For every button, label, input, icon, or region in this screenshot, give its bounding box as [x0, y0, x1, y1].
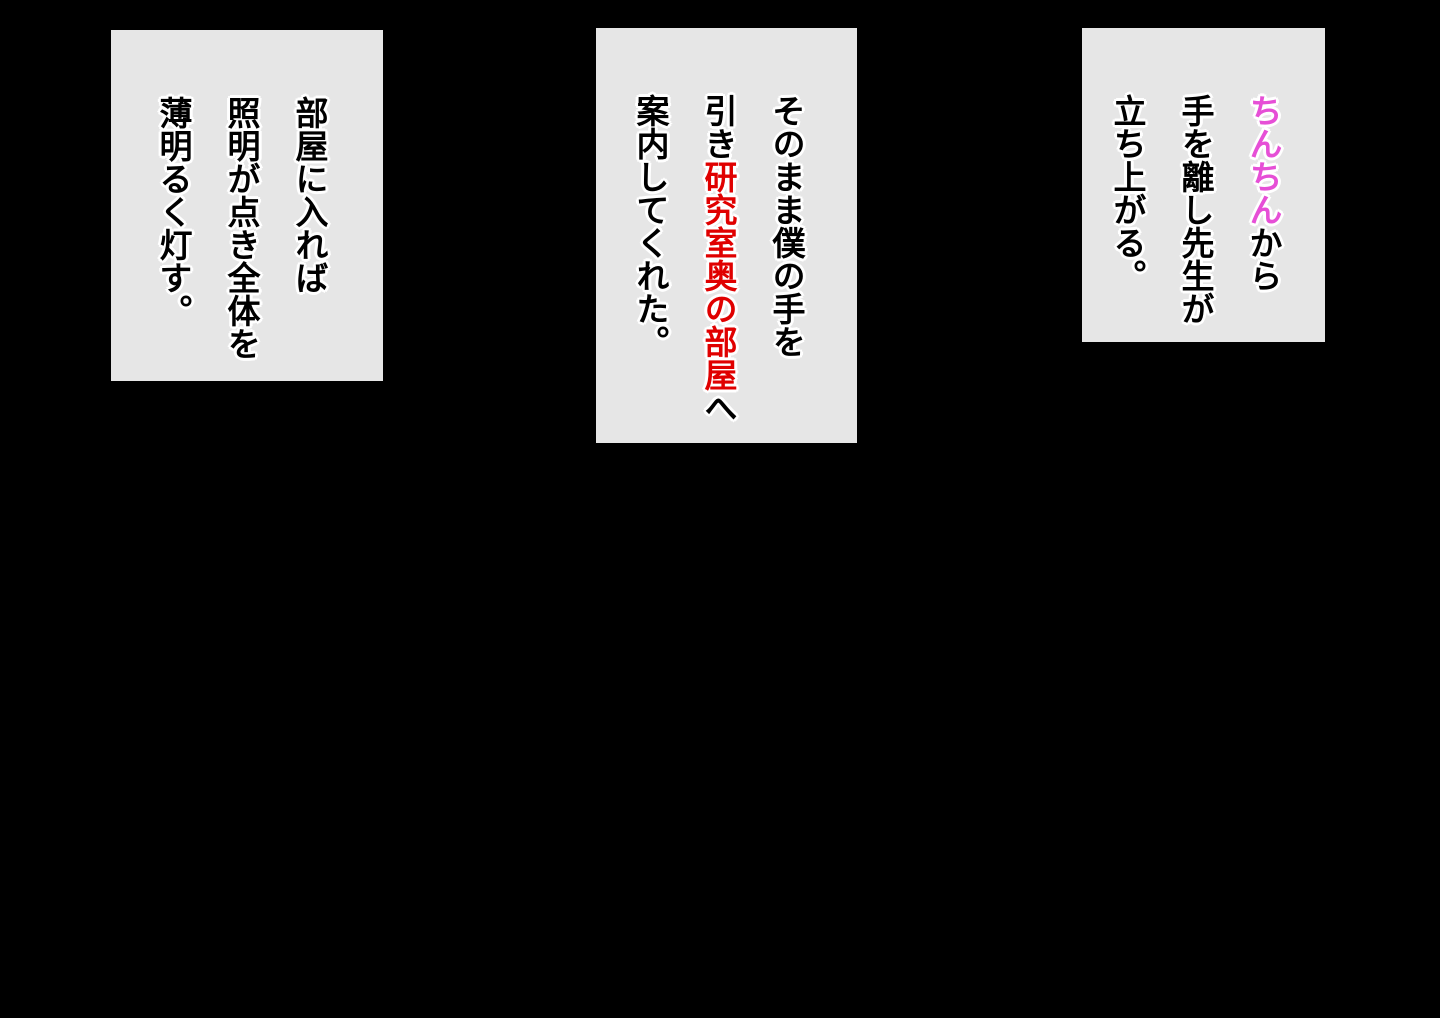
caption-line: 部屋に入れば	[290, 96, 329, 294]
highlighted-term: 研究室奥の部屋	[699, 160, 738, 391]
caption-line: ちんちんから	[1229, 94, 1297, 325]
caption-line: 引き研究室奥の部屋へ	[684, 94, 752, 424]
caption-line: 手を離し先生が	[1176, 94, 1215, 325]
caption-line: そのまま僕の手を	[767, 94, 806, 358]
highlighted-term: ちんちん	[1244, 94, 1283, 226]
caption-text-middle: そのまま僕の手を 引き研究室奥の部屋へ 案内してくれた。	[616, 94, 820, 424]
caption-line: 立ち上がる。	[1108, 94, 1147, 292]
caption-line: 薄明るく灯す。	[154, 96, 193, 327]
caption-text-left: 部屋に入れば 照明が点き全体を 薄明るく灯す。	[139, 96, 343, 360]
caption-segment: へ	[699, 391, 738, 424]
caption-panel-middle: そのまま僕の手を 引き研究室奥の部屋へ 案内してくれた。	[596, 28, 857, 443]
caption-line: 照明が点き全体を	[222, 96, 261, 360]
caption-panel-right: ちんちんから 手を離し先生が 立ち上がる。	[1082, 28, 1325, 342]
caption-panel-left: 部屋に入れば 照明が点き全体を 薄明るく灯す。	[111, 30, 383, 381]
caption-text-right: ちんちんから 手を離し先生が 立ち上がる。	[1093, 94, 1297, 325]
caption-segment: から	[1244, 226, 1283, 292]
caption-segment: 引き	[699, 94, 738, 160]
caption-line: 案内してくれた。	[631, 94, 670, 358]
